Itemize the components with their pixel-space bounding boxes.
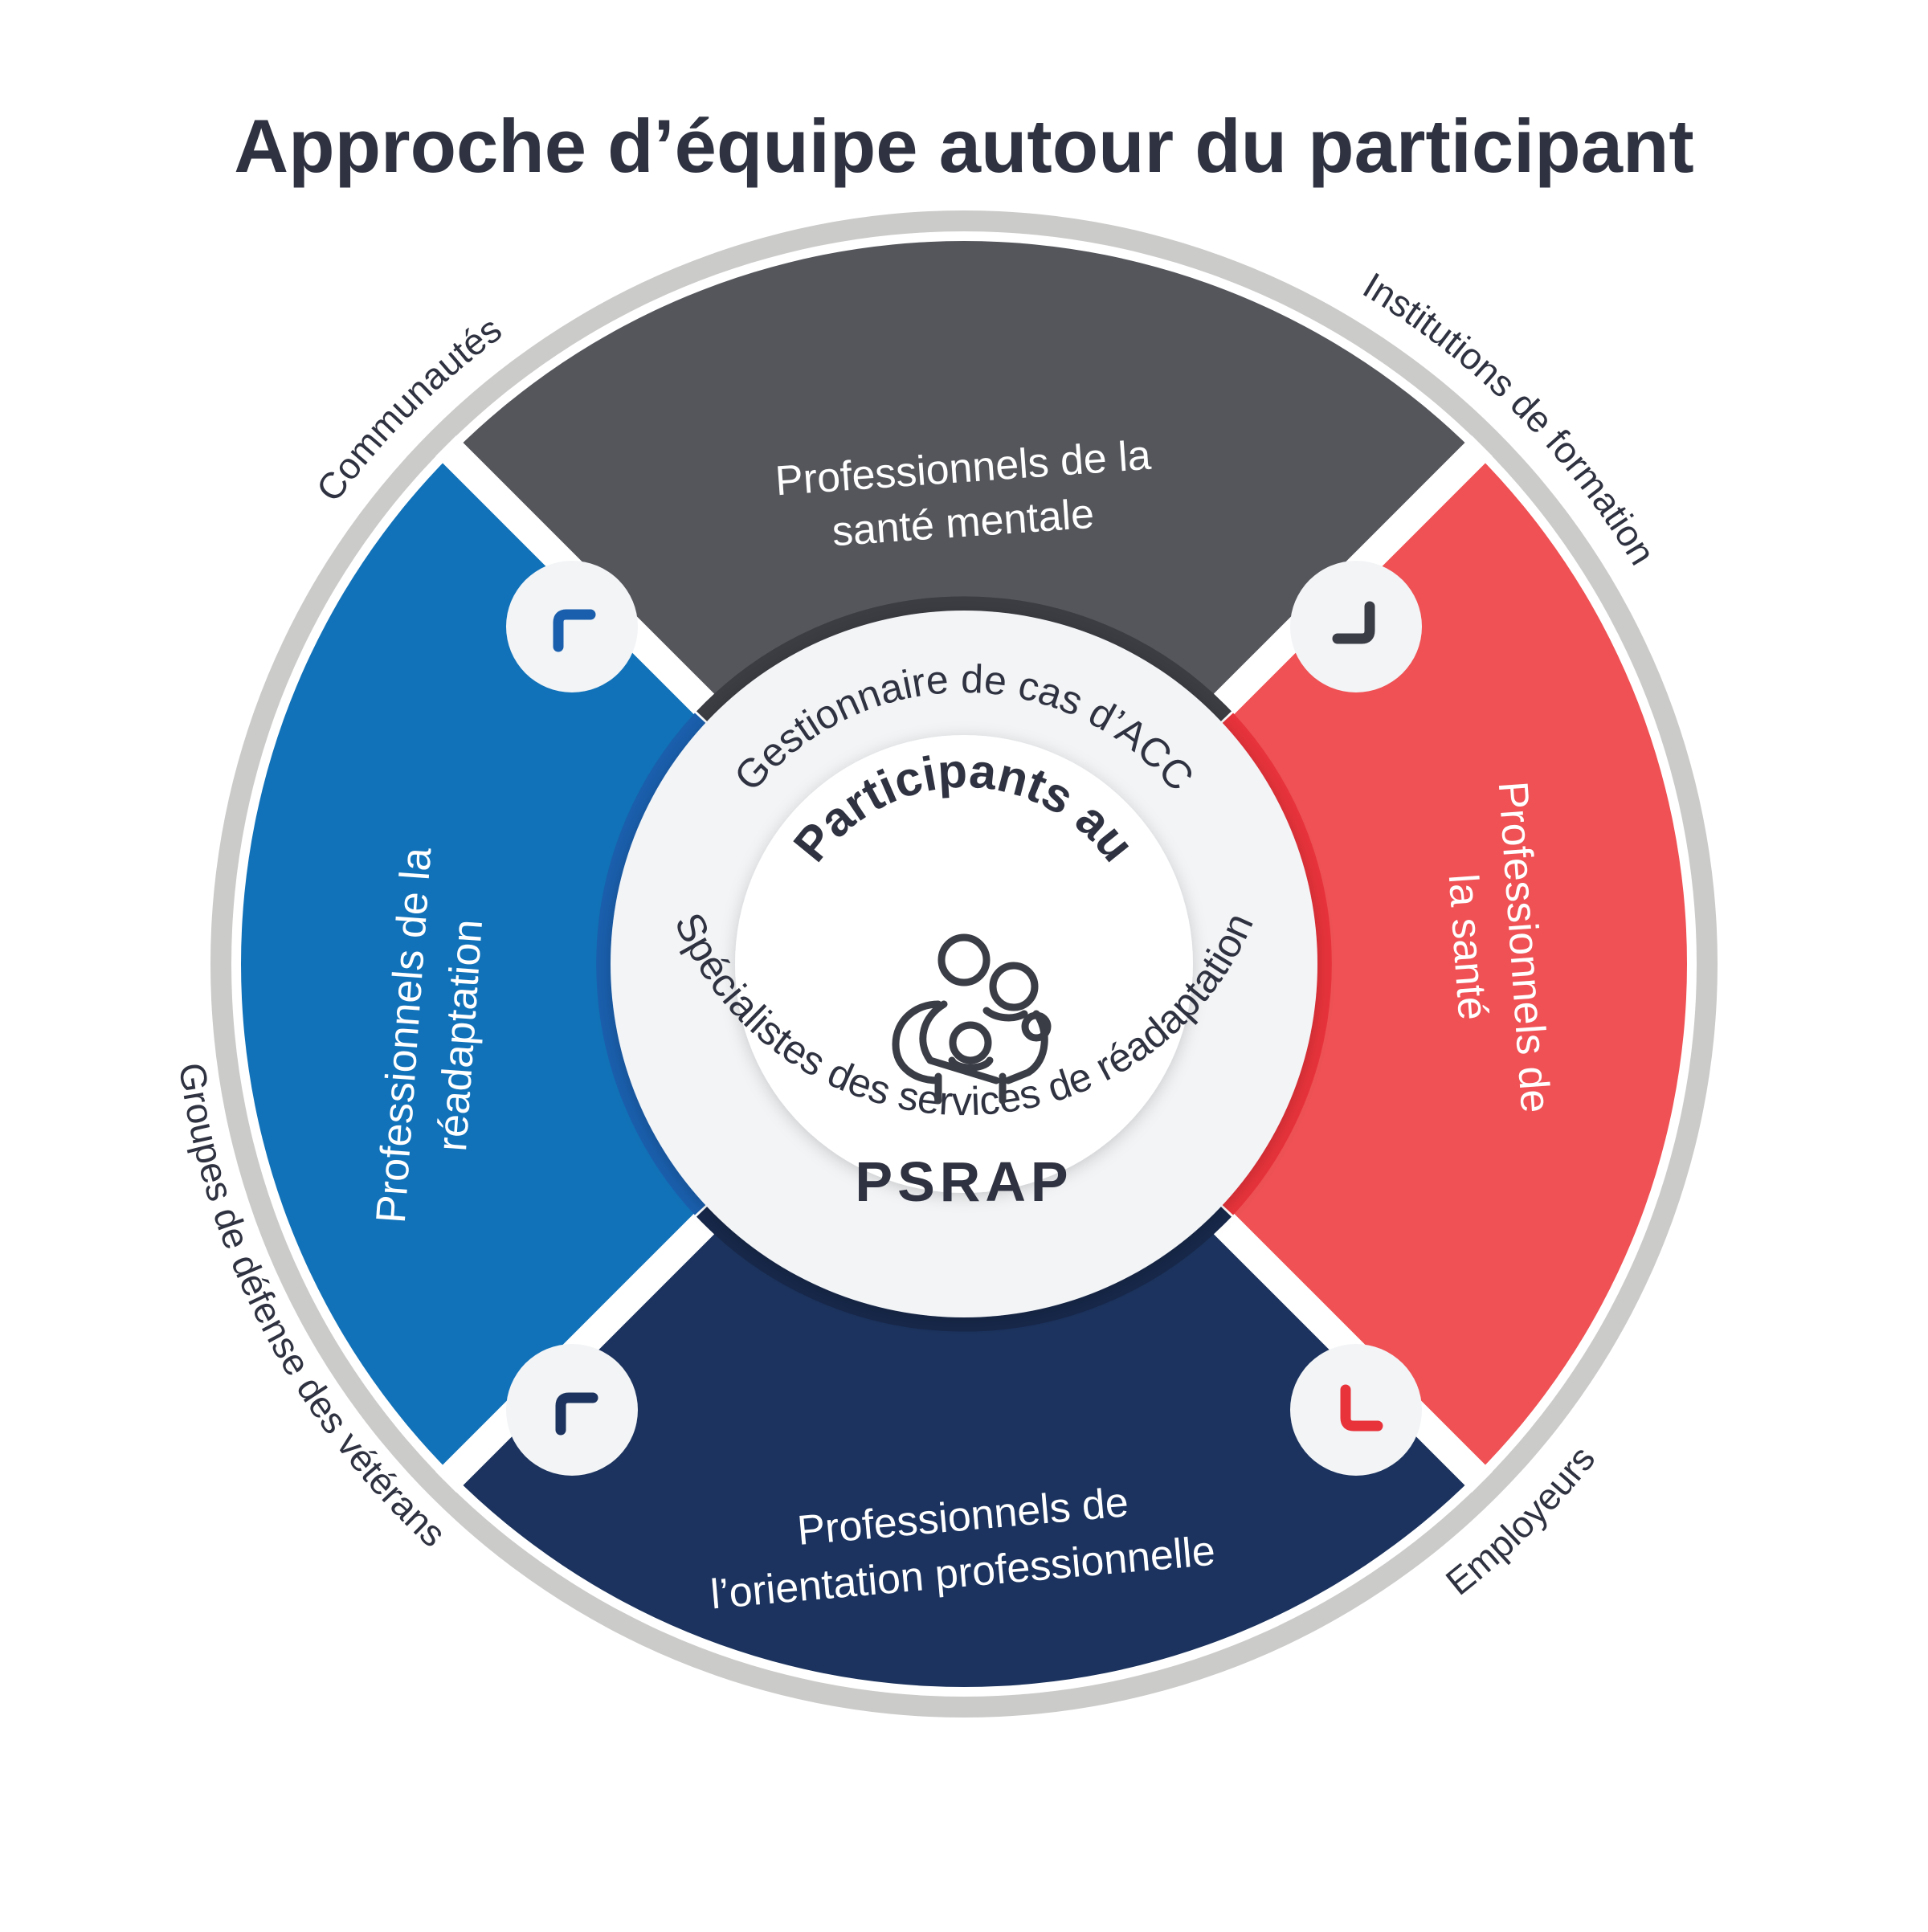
segment-right-health: [1222, 452, 1687, 1476]
connector-top-left-corner-icon: [553, 609, 596, 652]
connector-top-right: [1290, 561, 1422, 692]
family-icon: [892, 933, 1052, 1105]
segment-left-rehab: [241, 452, 706, 1476]
center-subtitle: PSRAP: [855, 1150, 1072, 1213]
connector-bottom-right-circle: [1290, 1344, 1422, 1476]
accent-arc-right: [1219, 713, 1332, 1215]
connector-bottom-right-corner-icon: [1340, 1384, 1383, 1432]
accent-arc-top: [696, 596, 1232, 724]
accent-arc-bottom: [696, 1204, 1232, 1332]
accent-arc-left: [596, 713, 709, 1215]
connector-top-left: [506, 561, 638, 692]
connector-bottom-left: [506, 1344, 638, 1476]
segment-top-mental: [452, 241, 1476, 706]
connector-top-right-corner-icon: [1332, 601, 1375, 644]
connector-bottom-left-circle: [506, 1344, 638, 1476]
diagram-title: Approche d’équipe autour du participant: [234, 104, 1694, 188]
segment-bottom-vocational: [452, 1222, 1476, 1687]
connectors: [506, 561, 1422, 1476]
connector-top-left-circle: [506, 561, 638, 692]
segments-group: [241, 241, 1687, 1687]
segment-right-line2: la santé: [1440, 872, 1497, 1022]
connector-bottom-left-corner-icon: [555, 1392, 598, 1436]
connector-top-right-circle: [1290, 561, 1422, 692]
connector-bottom-right: [1290, 1344, 1422, 1476]
center-disc: [735, 735, 1193, 1193]
